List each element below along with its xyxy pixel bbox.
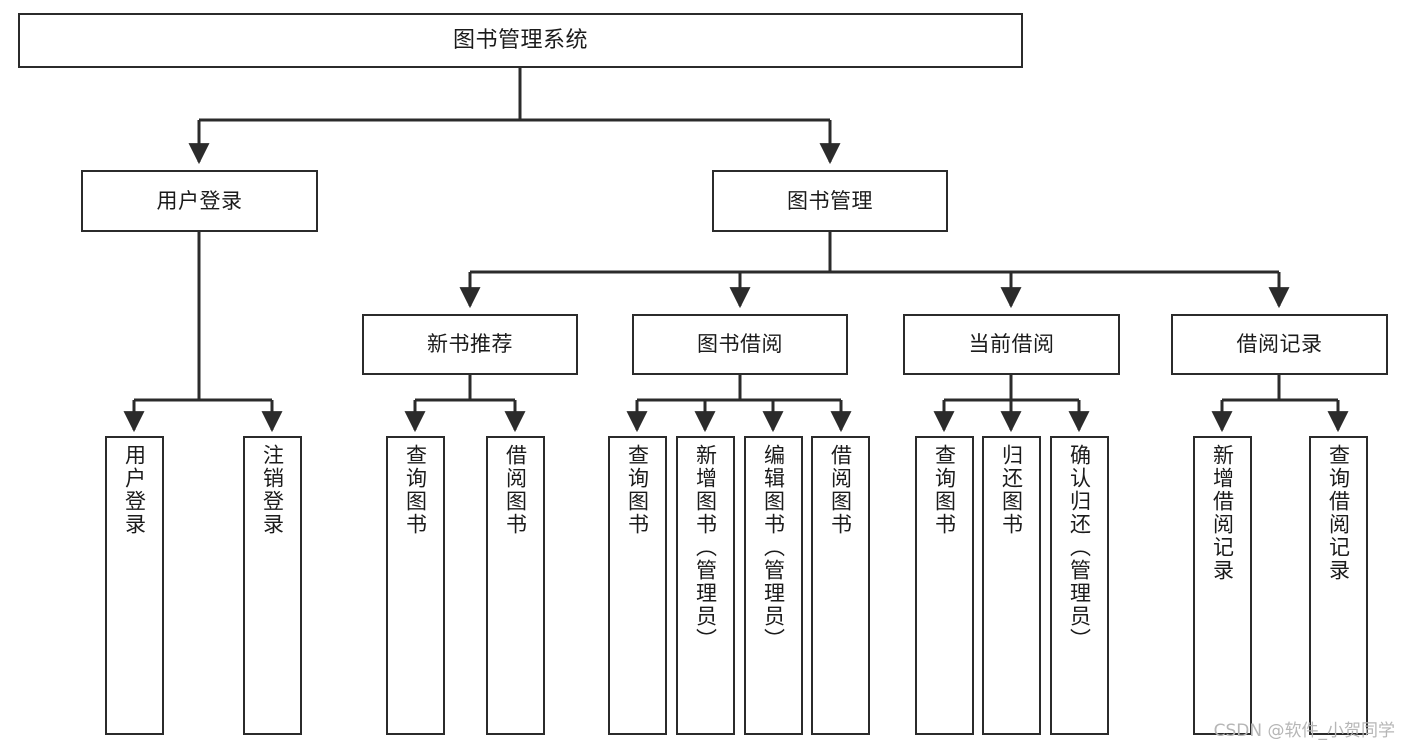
node-book-borrow[interactable]: 图书借阅 xyxy=(632,314,848,375)
leaf-return-book[interactable]: 归还图书 xyxy=(982,436,1041,735)
leaf-confirm-return-admin[interactable]: 确认归还（管理员） xyxy=(1050,436,1109,735)
node-label: 图书管理系统 xyxy=(452,27,588,53)
leaf-logout[interactable]: 注销登录 xyxy=(243,436,302,735)
node-label: 图书管理 xyxy=(787,188,873,213)
node-root-book-management-system[interactable]: 图书管理系统 xyxy=(18,13,1023,68)
node-label: 借阅图书 xyxy=(828,444,853,536)
node-label: 用户登录 xyxy=(122,444,147,536)
leaf-user-login[interactable]: 用户登录 xyxy=(105,436,164,735)
node-label: 确认归还（管理员） xyxy=(1067,444,1092,651)
node-current-borrow[interactable]: 当前借阅 xyxy=(903,314,1120,375)
node-label: 新书推荐 xyxy=(427,332,513,357)
node-label: 查询图书 xyxy=(625,444,650,536)
leaf-query-book-current[interactable]: 查询图书 xyxy=(915,436,974,735)
node-borrow-record[interactable]: 借阅记录 xyxy=(1171,314,1388,375)
leaf-borrow-book-recommend[interactable]: 借阅图书 xyxy=(486,436,545,735)
node-user-login[interactable]: 用户登录 xyxy=(81,170,318,232)
node-book-management[interactable]: 图书管理 xyxy=(712,170,948,232)
node-label: 用户登录 xyxy=(156,188,243,213)
node-label: 查询图书 xyxy=(403,444,428,536)
node-label: 借阅图书 xyxy=(503,444,528,536)
node-label: 查询借阅记录 xyxy=(1326,444,1351,582)
leaf-query-borrow-record[interactable]: 查询借阅记录 xyxy=(1309,436,1368,735)
leaf-query-book-borrow[interactable]: 查询图书 xyxy=(608,436,667,735)
node-label: 注销登录 xyxy=(260,444,285,536)
node-label: 图书借阅 xyxy=(697,332,783,357)
node-label: 新增借阅记录 xyxy=(1210,444,1235,582)
leaf-borrow-book[interactable]: 借阅图书 xyxy=(811,436,870,735)
node-new-book-recommend[interactable]: 新书推荐 xyxy=(362,314,578,375)
node-label: 新增图书（管理员） xyxy=(693,444,718,651)
node-label: 编辑图书（管理员） xyxy=(761,444,786,651)
leaf-add-borrow-record[interactable]: 新增借阅记录 xyxy=(1193,436,1252,735)
node-label: 当前借阅 xyxy=(968,332,1055,357)
node-label: 归还图书 xyxy=(999,444,1024,536)
node-label: 借阅记录 xyxy=(1236,332,1323,357)
csdn-watermark: CSDN @软件_小贺同学 xyxy=(1213,721,1395,741)
leaf-query-book-recommend[interactable]: 查询图书 xyxy=(386,436,445,735)
node-label: 查询图书 xyxy=(932,444,957,536)
leaf-add-book-admin[interactable]: 新增图书（管理员） xyxy=(676,436,735,735)
leaf-edit-book-admin[interactable]: 编辑图书（管理员） xyxy=(744,436,803,735)
